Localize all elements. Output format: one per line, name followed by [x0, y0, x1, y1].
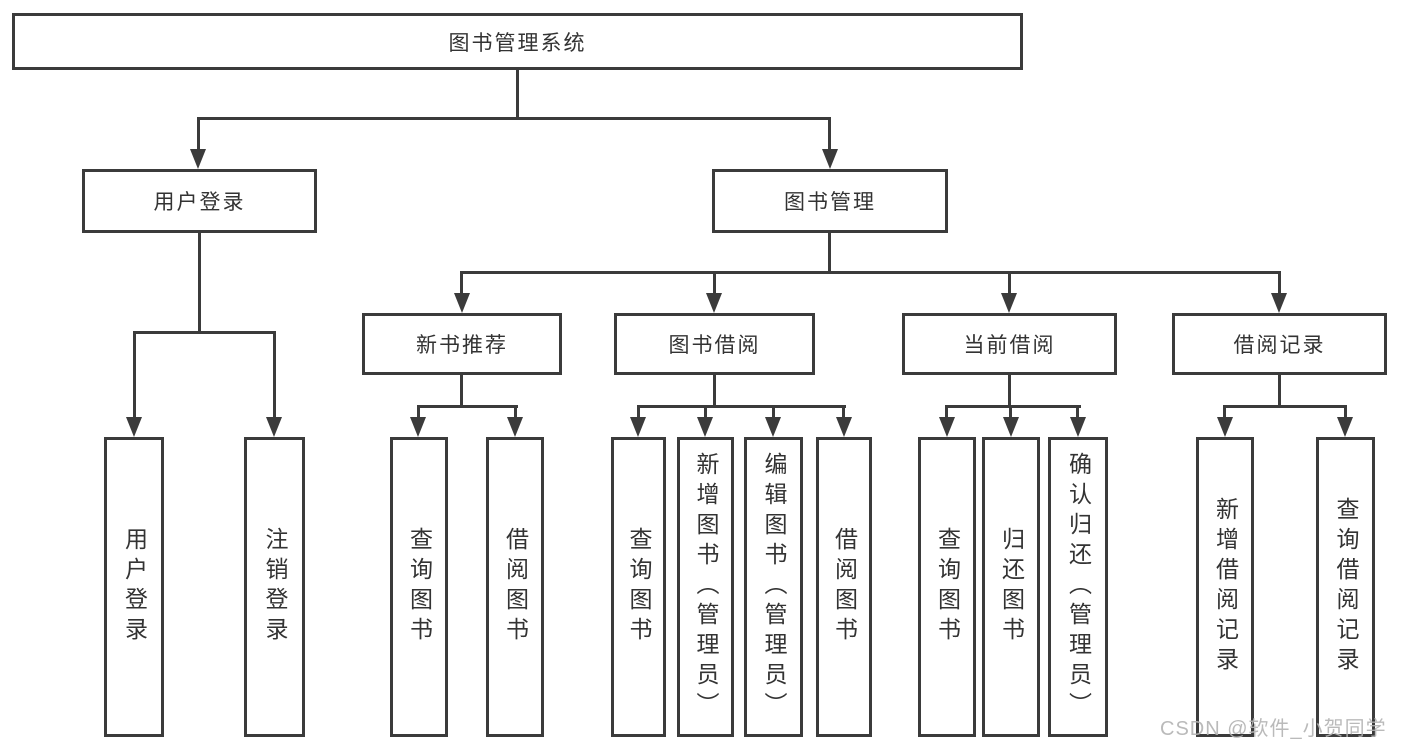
node-user-login: 用户登录 [82, 169, 317, 233]
edge-root-stem [516, 69, 519, 119]
leaf-user-login: 用户登录 [104, 437, 164, 737]
arrow-borrow-book-rec [507, 417, 523, 437]
leaf-edit-book-admin: 编辑图书（管理员） [744, 437, 803, 737]
edge-root-rail [197, 117, 831, 120]
edge-leaf-logout-stub [273, 331, 276, 419]
edge-return-book-stub [1009, 405, 1012, 419]
arrow-query-book-borrow [630, 417, 646, 437]
arrow-query-record [1337, 417, 1353, 437]
node-new-book-rec: 新书推荐 [362, 313, 562, 375]
edge-query-book-rec-stub [417, 405, 420, 419]
edge-edit-book-stub [772, 405, 775, 419]
edge-borrow-book-rec-stub [514, 405, 517, 419]
leaf-add-book-admin: 新增图书（管理员） [677, 437, 734, 737]
leaf-query-book-rec: 查询图书 [390, 437, 448, 737]
edge-new-book-rec-stem [460, 375, 463, 408]
arrow-borrow-book [836, 417, 852, 437]
leaf-borrow-book-rec: 借阅图书 [486, 437, 544, 737]
edge-book-mgmt-rail [461, 271, 1281, 274]
leaf-confirm-return-admin: 确认归还（管理员） [1048, 437, 1108, 737]
arrow-book-borrow [706, 293, 722, 313]
edge-book-mgmt-stem [828, 233, 831, 274]
edge-new-book-rec-stub [460, 271, 463, 296]
arrow-add-record [1217, 417, 1233, 437]
arrow-query-book-rec [410, 417, 426, 437]
node-borrow-record: 借阅记录 [1172, 313, 1387, 375]
edge-add-book-stub [704, 405, 707, 419]
edge-borrow-record-stem [1278, 375, 1281, 408]
edge-leaf-user-login-stub [133, 331, 136, 419]
edge-root-book-mgmt-stub [828, 117, 831, 151]
edge-add-record-stub [1223, 405, 1226, 419]
edge-current-borrow-stem [1008, 375, 1011, 408]
edge-new-book-rec-rail [417, 405, 518, 408]
edge-book-borrow-stub [713, 271, 716, 296]
leaf-add-borrow-record: 新增借阅记录 [1196, 437, 1254, 737]
edge-borrow-book-stub [842, 405, 845, 419]
arrow-book-mgmt [822, 149, 838, 169]
node-root: 图书管理系统 [12, 13, 1023, 70]
arrow-add-book [697, 417, 713, 437]
edge-query-book-borrow-stub [637, 405, 640, 419]
arrow-edit-book [765, 417, 781, 437]
edge-book-borrow-stem [713, 375, 716, 408]
arrow-new-book-rec [454, 293, 470, 313]
edge-user-login-stem [198, 233, 201, 334]
leaf-logout: 注销登录 [244, 437, 305, 737]
leaf-query-book-current: 查询图书 [918, 437, 976, 737]
edge-user-login-rail [133, 331, 276, 334]
node-book-mgmt: 图书管理 [712, 169, 948, 233]
edge-current-borrow-rail [946, 405, 1081, 408]
arrow-borrow-record [1271, 293, 1287, 313]
leaf-return-book: 归还图书 [982, 437, 1040, 737]
arrow-query-book-current [939, 417, 955, 437]
node-book-borrow: 图书借阅 [614, 313, 815, 375]
arrow-confirm-return [1070, 417, 1086, 437]
node-current-borrow: 当前借阅 [902, 313, 1117, 375]
edge-borrow-record-stub [1278, 271, 1281, 296]
leaf-query-borrow-record: 查询借阅记录 [1316, 437, 1375, 737]
edge-confirm-return-stub [1076, 405, 1079, 419]
edge-query-book-current-stub [945, 405, 948, 419]
edge-root-user-login-stub [197, 117, 200, 151]
csdn-watermark: CSDN @软件_小贺同学 [1160, 718, 1387, 740]
leaf-query-book-borrow: 查询图书 [611, 437, 666, 737]
arrow-leaf-user-login [126, 417, 142, 437]
edge-borrow-record-rail [1224, 405, 1347, 408]
edge-book-borrow-rail [637, 405, 846, 408]
edge-current-borrow-stub [1008, 271, 1011, 296]
edge-query-record-stub [1344, 405, 1347, 419]
arrow-current-borrow [1001, 293, 1017, 313]
arrow-user-login [190, 149, 206, 169]
arrow-return-book [1003, 417, 1019, 437]
arrow-leaf-logout [266, 417, 282, 437]
leaf-borrow-book-borrow: 借阅图书 [816, 437, 872, 737]
